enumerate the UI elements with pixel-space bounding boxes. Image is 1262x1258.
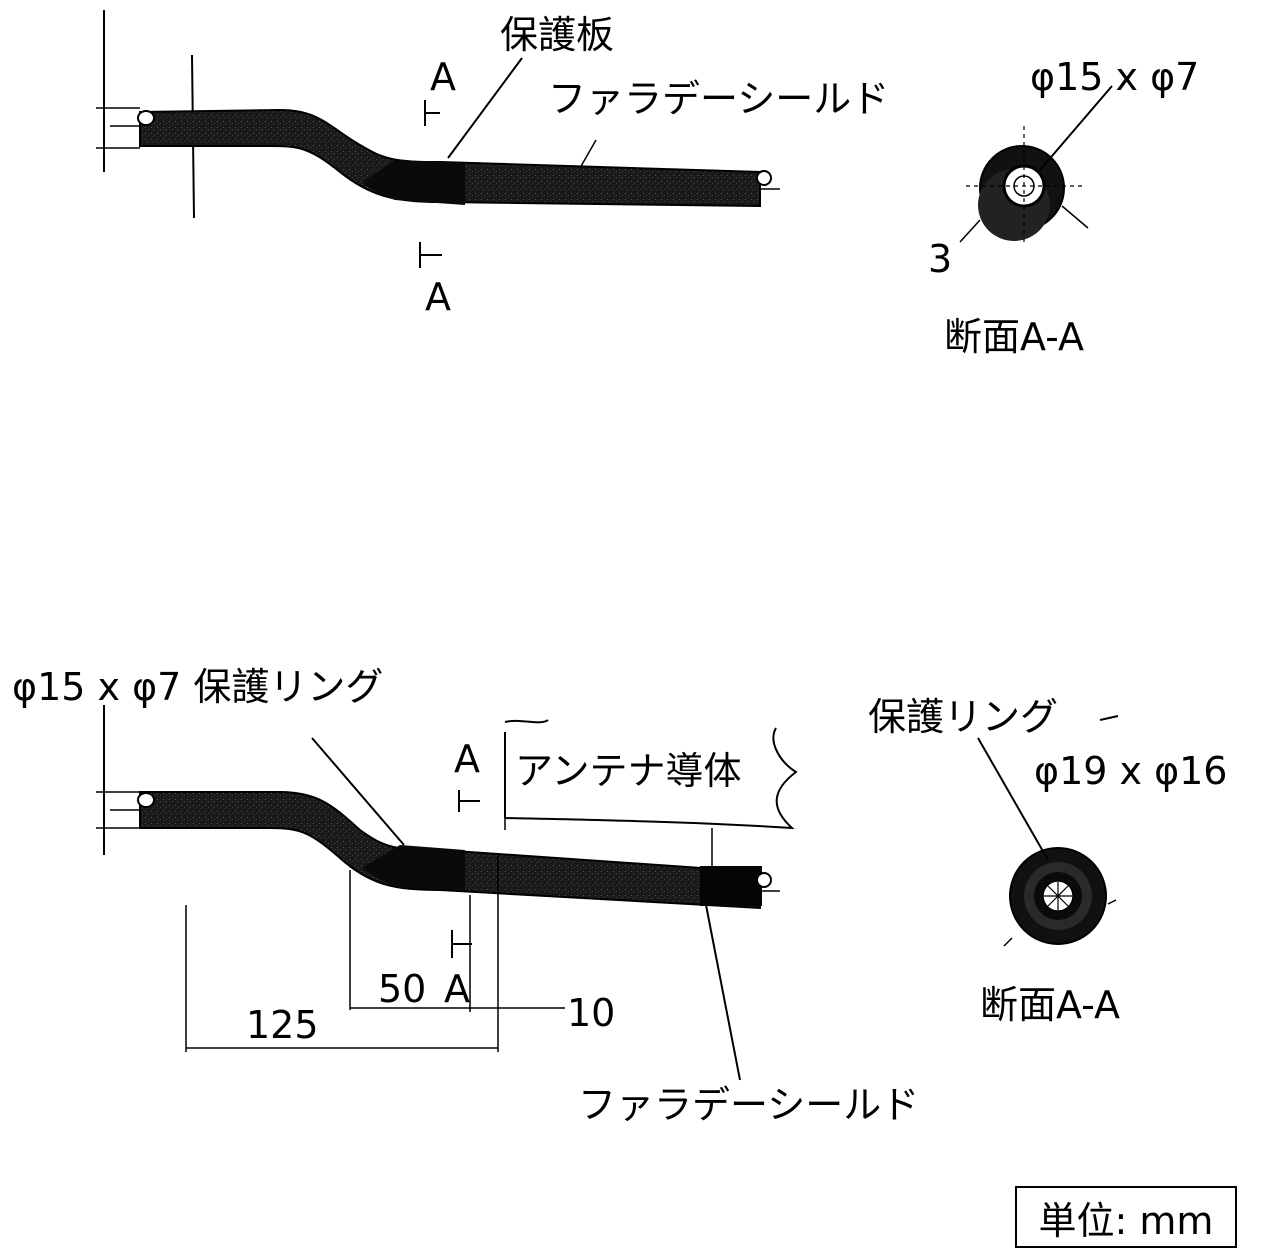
bottom-section-caption: 断面A-A xyxy=(980,983,1121,1027)
top-protection-plate-label: 保護板 xyxy=(500,13,615,57)
antenna-conductor-label: アンテナ導体 xyxy=(515,749,742,793)
bottom-faraday-shield-label: ファラデーシールド xyxy=(578,1083,920,1127)
bottom-cable-body xyxy=(139,791,761,910)
bottom-protection-ring xyxy=(362,845,465,890)
bottom-cross-section xyxy=(977,715,1119,947)
bottom-protection-ring-label: φ15 x φ7 保護リング xyxy=(12,665,384,709)
top-protection-plate xyxy=(362,160,465,205)
top-section-mark-lower: A xyxy=(425,275,451,319)
top-cross-section xyxy=(959,85,1113,244)
dimension-125-label: 125 xyxy=(246,1003,319,1047)
bottom-section-mark-lower: A xyxy=(444,967,470,1011)
unit-box: 単位: mm xyxy=(1015,1186,1237,1248)
top-section-dimension: φ15 x φ7 xyxy=(1030,55,1200,99)
bottom-section-mark-upper: A xyxy=(454,737,480,781)
top-section-caption: 断面A-A xyxy=(944,315,1085,359)
top-side-view xyxy=(96,10,780,268)
bottom-section-dimension: φ19 x φ16 xyxy=(1034,749,1228,793)
bottom-side-view xyxy=(96,705,798,1081)
top-section-mark-upper: A xyxy=(430,55,456,99)
top-cable-body xyxy=(139,108,761,208)
dimension-10-label: 10 xyxy=(567,991,616,1035)
dimension-50-label: 50 xyxy=(378,967,427,1011)
unit-label: 単位: mm xyxy=(1038,1198,1214,1243)
top-section-thickness: 3 xyxy=(928,237,953,281)
top-faraday-shield-label: ファラデーシールド xyxy=(548,77,890,121)
bottom-section-ring-label: 保護リング xyxy=(868,695,1059,739)
